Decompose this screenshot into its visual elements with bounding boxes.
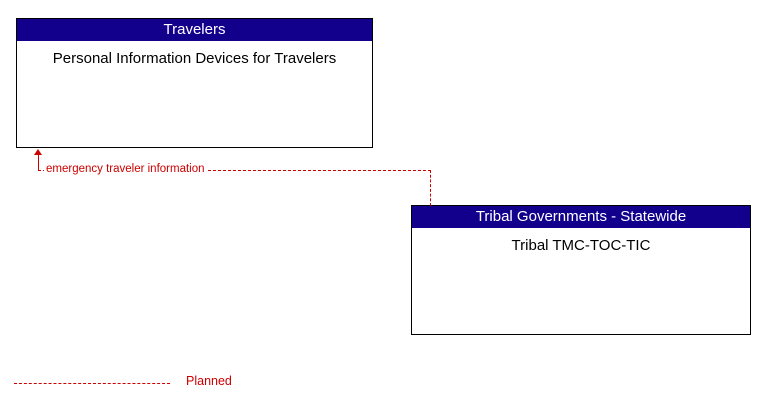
flow-label-emergency-traveler-information: emergency traveler information xyxy=(44,163,207,175)
flow-arrowhead-icon xyxy=(34,149,42,155)
flow-segment-vertical-riser xyxy=(430,170,431,206)
node-tribal-governments[interactable]: Tribal Governments - Statewide Tribal TM… xyxy=(411,205,751,335)
node-travelers-title: Personal Information Devices for Travele… xyxy=(52,50,337,67)
flow-segment-arrow-stem xyxy=(38,155,39,171)
legend-label-planned: Planned xyxy=(186,374,232,388)
node-travelers-header: Travelers xyxy=(17,19,372,41)
flow-segment-horizontal xyxy=(38,170,431,171)
node-travelers[interactable]: Travelers Personal Information Devices f… xyxy=(16,18,373,148)
node-tribal-governments-title: Tribal TMC-TOC-TIC xyxy=(511,237,651,254)
legend-dashed-line xyxy=(14,383,170,384)
node-tribal-governments-header: Tribal Governments - Statewide xyxy=(412,206,750,228)
